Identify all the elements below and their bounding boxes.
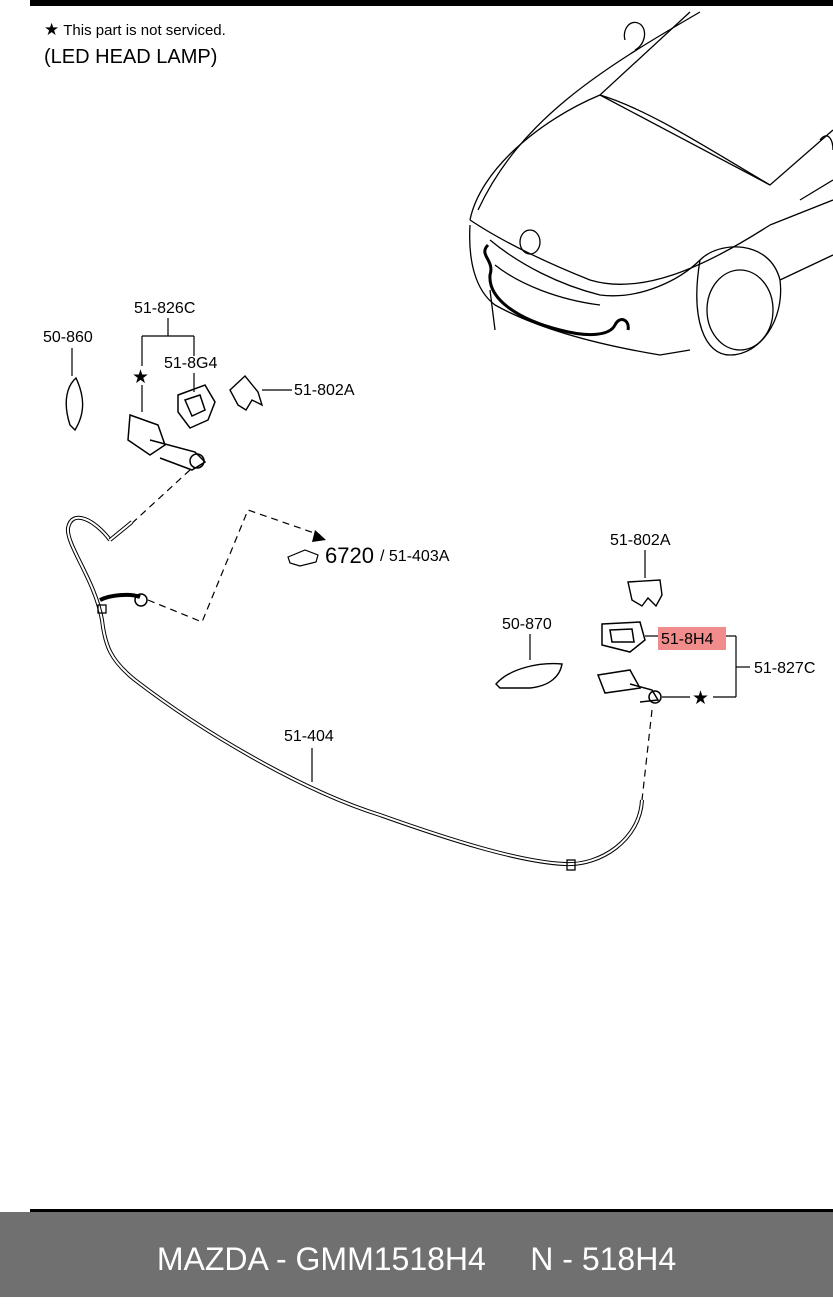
clip-802a-left-shape	[229, 374, 264, 411]
highlight-51-8h4	[658, 627, 726, 650]
arrow-to-6720	[312, 530, 326, 542]
nozzle-cover-left-shape	[65, 376, 84, 432]
callout-827c	[662, 635, 750, 698]
hose-clip	[97, 604, 107, 614]
diagram-subtitle: (LED HEAD LAMP)	[44, 46, 218, 68]
star-icon: ★	[44, 20, 60, 39]
bracket-8g4-shape	[177, 384, 216, 429]
footer-bar	[0, 1212, 833, 1297]
label-51-802a-right: 51-802A	[610, 532, 671, 549]
service-note-text: This part is not serviced.	[63, 22, 226, 39]
label-50-860: 50-860	[43, 329, 93, 346]
hose-clip-2	[566, 859, 576, 871]
nozzle-left-shape	[127, 413, 207, 471]
label-51-404: 51-404	[284, 728, 334, 745]
footer-rule	[30, 1209, 833, 1213]
label-51-403a: / 51-403A	[380, 548, 450, 565]
hose-left-dashed	[129, 469, 321, 623]
label-51-827c: 51-827C	[754, 660, 815, 677]
hose-connector-left	[99, 592, 141, 602]
label-51-8g4: 51-8G4	[164, 355, 217, 372]
label-51-802a-left: 51-802A	[294, 382, 355, 399]
footer-part-number: MAZDA - GMM1518H4 N - 518H4	[156, 1241, 677, 1277]
part-6720-icon	[287, 549, 319, 567]
callout-826c	[141, 318, 195, 412]
label-6720: 6720	[325, 543, 374, 568]
hose-right-dashed	[641, 709, 653, 801]
car-illustration	[469, 11, 833, 356]
service-note: ★This part is not serviced.	[44, 20, 226, 40]
nozzle-right-shape	[596, 669, 662, 704]
parts-diagram: 50-860 51-826C 51-8G4 ★ 51-802A 6720 / 5…	[43, 11, 833, 871]
hose-end-left	[134, 593, 148, 607]
top-rule	[30, 0, 833, 6]
bracket-8h4-shape	[601, 621, 646, 653]
car-washer-hose	[483, 243, 630, 337]
star-826c: ★	[132, 367, 149, 388]
washer-hose-51-404	[65, 515, 644, 867]
nozzle-cover-right-shape	[495, 662, 563, 689]
label-51-8h4: 51-8H4	[661, 631, 714, 648]
star-827c: ★	[692, 688, 709, 709]
label-50-870: 50-870	[502, 616, 552, 633]
label-51-826c: 51-826C	[134, 300, 195, 317]
clip-802a-right-shape	[627, 579, 663, 608]
